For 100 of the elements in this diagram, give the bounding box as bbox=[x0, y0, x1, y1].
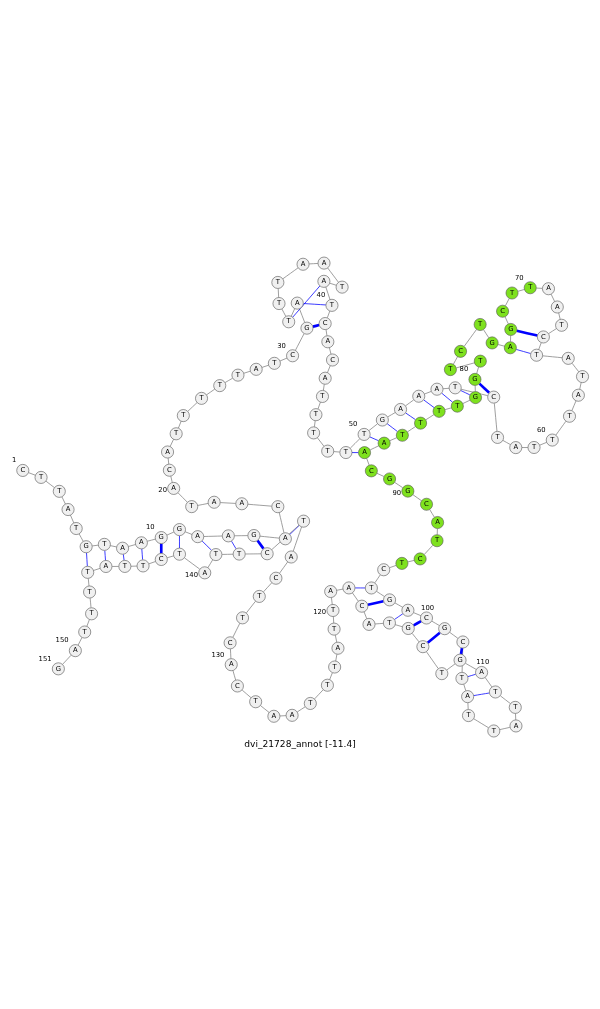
connector bbox=[376, 590, 385, 597]
connector bbox=[351, 451, 359, 453]
connector bbox=[387, 411, 396, 417]
connector bbox=[187, 401, 198, 412]
connector bbox=[462, 399, 471, 404]
connector bbox=[476, 366, 479, 374]
connector bbox=[504, 315, 509, 324]
connector bbox=[299, 308, 306, 323]
connector bbox=[166, 555, 174, 558]
connector bbox=[389, 564, 397, 568]
connector bbox=[555, 420, 567, 435]
connector bbox=[325, 328, 328, 336]
connector bbox=[87, 577, 90, 586]
connector bbox=[334, 634, 338, 642]
connector bbox=[394, 602, 403, 608]
connector bbox=[412, 493, 422, 501]
connector bbox=[369, 436, 379, 441]
connector bbox=[329, 282, 337, 286]
connector bbox=[91, 544, 99, 546]
connector bbox=[201, 540, 212, 551]
connector bbox=[224, 377, 233, 383]
connector bbox=[363, 610, 368, 619]
connector bbox=[510, 334, 512, 342]
connector bbox=[277, 287, 280, 298]
connector bbox=[241, 689, 252, 698]
connector bbox=[473, 717, 489, 728]
caption: dvi_21728_annot [-11.4] bbox=[244, 738, 356, 749]
connector bbox=[207, 558, 214, 568]
connector bbox=[259, 535, 280, 539]
connector bbox=[413, 611, 422, 616]
connector bbox=[292, 526, 302, 551]
connector bbox=[336, 588, 344, 591]
connector bbox=[243, 370, 251, 374]
connector bbox=[247, 503, 272, 507]
connector bbox=[460, 388, 488, 396]
connector bbox=[467, 673, 476, 677]
connector bbox=[184, 530, 193, 535]
connector bbox=[170, 475, 173, 483]
connector bbox=[465, 662, 477, 670]
connector bbox=[166, 531, 175, 535]
connector bbox=[86, 618, 90, 626]
connector bbox=[425, 413, 435, 420]
connector bbox=[499, 726, 511, 730]
connector bbox=[349, 437, 361, 449]
connector bbox=[279, 357, 288, 361]
connector bbox=[548, 327, 557, 334]
connector bbox=[405, 412, 416, 420]
connector bbox=[424, 390, 432, 394]
connector bbox=[500, 695, 511, 704]
connector bbox=[219, 501, 237, 504]
connector bbox=[329, 346, 332, 354]
connector bbox=[327, 364, 331, 373]
connector bbox=[303, 302, 327, 305]
connector bbox=[374, 574, 381, 583]
connector bbox=[314, 688, 324, 699]
connector bbox=[167, 457, 170, 464]
connector bbox=[446, 663, 456, 670]
connector bbox=[539, 441, 547, 445]
connector bbox=[148, 560, 156, 564]
connector bbox=[278, 511, 285, 533]
connector bbox=[411, 632, 420, 642]
connector bbox=[352, 592, 359, 602]
connector bbox=[515, 712, 517, 720]
connector bbox=[374, 622, 384, 624]
connector bbox=[335, 653, 338, 661]
connector bbox=[467, 701, 469, 710]
connector bbox=[497, 343, 505, 347]
connector bbox=[423, 544, 434, 555]
connector bbox=[394, 481, 403, 488]
connector bbox=[331, 596, 333, 605]
connector bbox=[493, 402, 498, 432]
connector bbox=[571, 399, 577, 411]
connector bbox=[77, 636, 83, 645]
connector bbox=[70, 514, 75, 523]
connector bbox=[184, 557, 200, 569]
connector bbox=[61, 496, 66, 504]
connector bbox=[295, 332, 305, 351]
connector bbox=[332, 615, 335, 623]
connector bbox=[386, 422, 398, 432]
connector bbox=[232, 622, 241, 638]
connector bbox=[550, 293, 555, 302]
connector bbox=[290, 307, 295, 316]
connector bbox=[327, 310, 331, 318]
connector bbox=[45, 480, 55, 488]
connector bbox=[109, 544, 117, 547]
connector bbox=[130, 565, 138, 567]
connector bbox=[159, 543, 163, 553]
connector bbox=[234, 534, 249, 536]
connector bbox=[431, 620, 440, 626]
connector bbox=[521, 446, 529, 448]
connector bbox=[325, 286, 331, 300]
connector bbox=[366, 457, 370, 465]
connector bbox=[281, 308, 287, 317]
connector bbox=[542, 354, 563, 358]
connector bbox=[412, 619, 422, 626]
connector bbox=[147, 538, 156, 542]
connector bbox=[405, 399, 415, 406]
connector bbox=[558, 312, 561, 320]
connector bbox=[502, 439, 511, 445]
connector bbox=[232, 669, 236, 680]
